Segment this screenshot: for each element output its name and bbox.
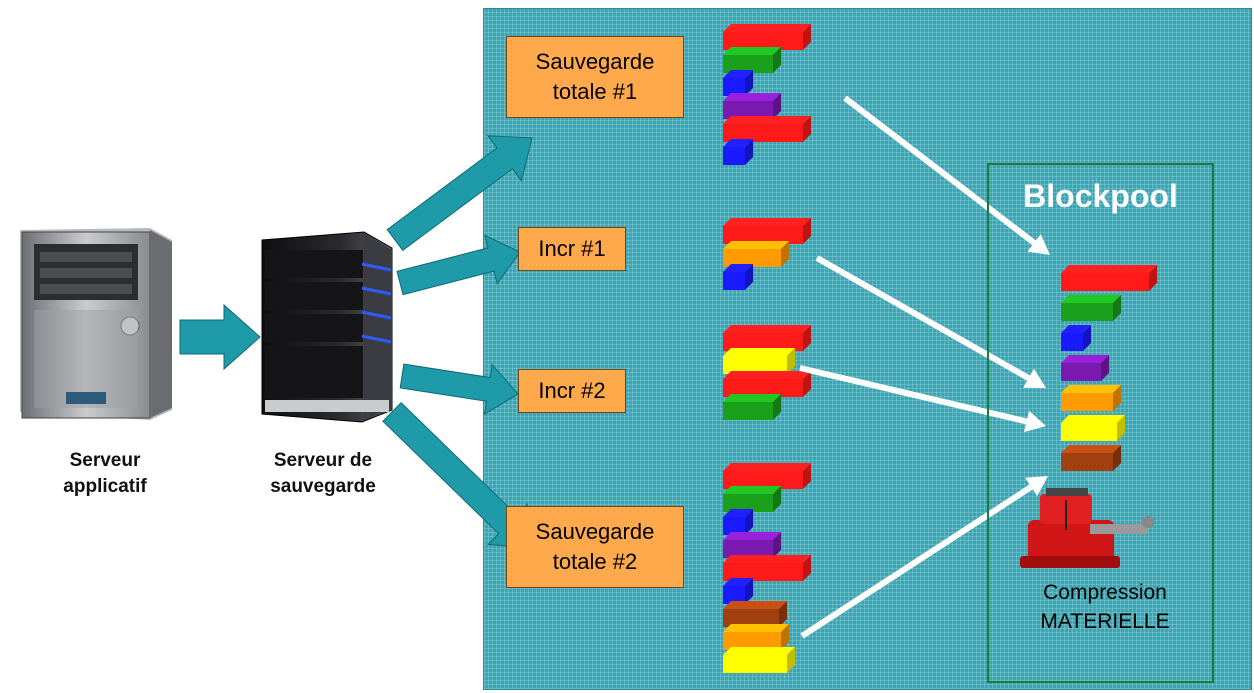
arrow-to-incr-1 — [396, 234, 521, 296]
arrow-to-full-1 — [386, 135, 533, 252]
arrow-incr1-to-pool — [815, 255, 1046, 388]
block-2-2 — [723, 241, 789, 267]
block-3-1 — [723, 325, 811, 351]
blockpool-blocks — [1061, 265, 1157, 471]
flow-arrows — [179, 135, 533, 549]
compression-label: Compression MATERIELLE — [1040, 581, 1170, 633]
label-incr-1: Incr #1 — [518, 227, 626, 271]
block-1-4 — [723, 93, 781, 119]
caption-backup-server: Serveur de sauvegarde — [270, 450, 376, 497]
label-full-backup-1: Sauvegarde totale #1 — [506, 36, 684, 118]
block-4-2 — [723, 486, 781, 512]
pool-block-1 — [1061, 265, 1157, 291]
block-3-4 — [723, 394, 781, 420]
pool-block-3 — [1061, 325, 1091, 351]
block-groups — [723, 24, 811, 673]
block-3-3 — [723, 371, 811, 397]
block-4-4 — [723, 532, 781, 558]
block-2-3 — [723, 264, 753, 290]
block-1-6 — [723, 139, 753, 165]
block-4-7 — [723, 601, 787, 627]
block-4-6 — [723, 578, 753, 604]
label-full-backup-2: Sauvegarde totale #2 — [506, 506, 684, 588]
arrow-full2-to-pool — [800, 476, 1048, 639]
arrow-app-to-backup — [179, 303, 261, 371]
arrow-to-incr-2 — [399, 363, 519, 416]
pool-block-4 — [1061, 355, 1109, 381]
pool-block-2 — [1061, 295, 1121, 321]
block-4-1 — [723, 463, 811, 489]
blockpool-frame — [987, 163, 1214, 683]
block-1-1 — [723, 24, 811, 50]
block-4-8 — [723, 624, 789, 650]
tower-server-icon — [20, 228, 172, 420]
block-1-5 — [723, 116, 811, 142]
caption-app-server: Serveur applicatif — [63, 450, 147, 497]
blockpool-title: Blockpool — [1023, 178, 1178, 214]
block-1-3 — [723, 70, 753, 96]
block-2-1 — [723, 218, 811, 244]
pool-block-7 — [1061, 445, 1121, 471]
arrow-full1-to-pool — [843, 95, 1050, 255]
bench-vise-icon — [1020, 488, 1154, 568]
pool-block-5 — [1061, 385, 1121, 411]
pool-block-6 — [1061, 415, 1125, 441]
block-4-9 — [723, 647, 795, 673]
block-1-2 — [723, 47, 781, 73]
rack-server-icon — [261, 231, 393, 423]
label-incr-2: Incr #2 — [518, 369, 626, 413]
block-4-5 — [723, 555, 811, 581]
block-4-3 — [723, 509, 753, 535]
block-3-2 — [723, 348, 795, 374]
